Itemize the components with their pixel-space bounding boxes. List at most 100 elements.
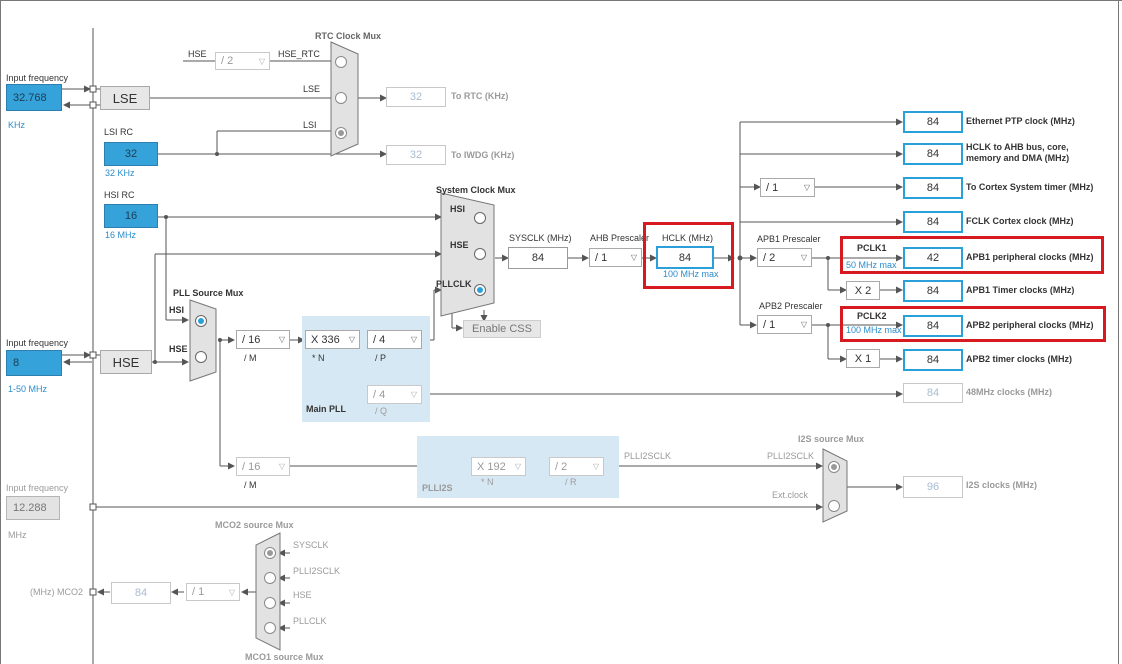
i2s-mux-ext-radio[interactable] [828,500,840,512]
pll-m-select[interactable]: / 16 ▽ [236,330,290,349]
system-mux-title: System Clock Mux [436,185,516,195]
ethernet-ptp-value[interactable]: 84 [903,111,963,133]
mco2-pllclk-radio[interactable] [264,622,276,634]
pll-mux-hsi-radio[interactable] [195,315,207,327]
chevron-down-icon: ▽ [278,335,286,344]
chevron-down-icon: ▽ [348,335,356,344]
mco2-plli2sclk-radio[interactable] [264,572,276,584]
apb1-peripheral-label: APB1 peripheral clocks (MHz) [966,252,1094,262]
sysmux-pllclk-label: PLLCLK [436,279,472,289]
lsi-rc-value: 32 [104,142,158,166]
pll-p-value: / 4 [373,333,386,346]
sysmux-hse-label: HSE [450,240,469,250]
plli2s-m-select[interactable]: / 16▽ [236,457,290,476]
rtc-hse-divider-select[interactable]: / 2▽ [215,52,270,70]
lse-button[interactable]: LSE [100,86,150,110]
rtc-hse-rtc-label: HSE_RTC [278,49,320,59]
rtc-mux-hse-radio[interactable] [335,56,347,68]
fclk-value[interactable]: 84 [903,211,963,233]
plli2s-r-label: / R [565,477,577,487]
sysmux-hse-radio[interactable] [474,248,486,260]
rtc-clock-label: To RTC (KHz) [451,91,509,101]
cortex-timer-divider-select[interactable]: / 1▽ [760,178,815,197]
mco2-source-mux [255,532,281,651]
pll-q-value: / 4 [373,388,386,401]
rtc-clock-value[interactable]: 32 [386,87,446,107]
apb1-timer-value[interactable]: 84 [903,280,963,302]
pll-source-mux-title: PLL Source Mux [173,288,244,298]
mco2-plli2sclk-label: PLLI2SCLK [293,566,341,576]
sysmux-pllclk-radio[interactable] [474,284,486,296]
mco2-sysclk-radio[interactable] [264,547,276,559]
ahb-prescaler-select[interactable]: / 1 ▽ [589,248,642,267]
pclk1-label: PCLK1 [857,243,887,253]
pll-q-select[interactable]: / 4▽ [367,385,422,404]
mco2-sysclk-label: SYSCLK [293,540,329,550]
mco2-hse-label: HSE [293,590,312,600]
apb1-prescaler-select[interactable]: / 2▽ [757,248,812,267]
clk48-value[interactable]: 84 [903,383,963,403]
pll-mux-hsi-label: HSI [169,305,185,315]
apb1-prescaler-value: / 2 [763,251,776,264]
plli2s-r-select[interactable]: / 2▽ [549,457,604,476]
chevron-down-icon: ▽ [803,183,811,192]
apb2-timer-label: APB2 timer clocks (MHz) [966,354,1073,364]
apb2-highlight-box [840,306,1106,342]
i2s-clock-value[interactable]: 96 [903,476,963,498]
mco2-divider-select[interactable]: / 1▽ [186,583,240,601]
apb2-peripheral-value[interactable]: 84 [903,315,963,337]
i2s-mux-plli2sclk-radio[interactable] [828,461,840,473]
apb2-peripheral-label: APB2 peripheral clocks (MHz) [966,320,1094,330]
cortex-timer-value[interactable]: 84 [903,177,963,199]
mco2-label: (MHz) MCO2 [30,587,83,597]
apb1-prescaler-label: APB1 Prescaler [757,234,821,244]
mco2-value[interactable]: 84 [111,582,171,604]
hse-input-caption: Input frequency [6,338,69,348]
i2s-ext-frequency-input[interactable]: 12.288 [6,496,60,520]
apb2-prescaler-select[interactable]: / 1▽ [757,315,812,334]
rtc-mux-title: RTC Clock Mux [315,31,382,41]
enable-css-button[interactable]: Enable CSS [463,320,541,338]
plli2s-n-select[interactable]: X 192▽ [471,457,526,476]
sysmux-hsi-radio[interactable] [474,212,486,224]
iwdg-clock-label: To IWDG (KHz) [451,150,515,160]
apb2-timer-multiplier: X 1 [846,349,880,368]
mco2-hse-radio[interactable] [264,597,276,609]
ahb-prescaler-value: / 1 [595,251,608,264]
lse-input-caption: Input frequency [6,73,69,83]
pll-p-select[interactable]: / 4▽ [367,330,422,349]
pll-mux-hse-radio[interactable] [195,351,207,363]
hclk-value[interactable]: 84 [656,246,714,269]
hsi-caption: HSI RC [104,190,135,200]
pll-n-label: * N [312,353,325,363]
i2s-ext-caption: Input frequency [6,483,69,493]
pll-q-label: / Q [375,406,388,416]
pclk2-label: PCLK2 [857,311,887,321]
chevron-down-icon: ▽ [630,253,638,262]
apb1-peripheral-value[interactable]: 42 [903,247,963,269]
hse-frequency-input[interactable]: 8 [6,350,62,376]
rtc-mux-lse-radio[interactable] [335,92,347,104]
iwdg-clock-value[interactable]: 32 [386,145,446,165]
mco2-mux-title: MCO2 source Mux [215,520,294,530]
rtc-mux-lsi-radio[interactable] [335,127,347,139]
pll-m-value: / 16 [242,333,261,346]
sysclk-value[interactable]: 84 [508,247,568,269]
ahb-prescaler-label: AHB Prescaler [590,233,650,243]
hclk-bus-value[interactable]: 84 [903,143,963,165]
main-pll-title: Main PLL [306,404,346,414]
pclk2-max-label: 100 MHz max [846,325,902,335]
apb2-prescaler-label: APB2 Prescaler [759,301,823,311]
pll-source-mux [189,299,217,382]
chevron-down-icon: ▽ [800,320,808,329]
rtc-hse-label: HSE [188,49,207,59]
pll-n-value: X 336 [311,333,340,346]
apb2-timer-value[interactable]: 84 [903,349,963,371]
i2s-ext-unit: MHz [8,530,27,540]
mco1-mux-title: MCO1 source Mux [245,652,324,662]
lse-frequency-input[interactable]: 32.768 [6,84,62,111]
pll-n-select[interactable]: X 336 ▽ [305,330,360,349]
pll-p-label: / P [375,353,387,363]
hse-button[interactable]: HSE [100,350,152,374]
